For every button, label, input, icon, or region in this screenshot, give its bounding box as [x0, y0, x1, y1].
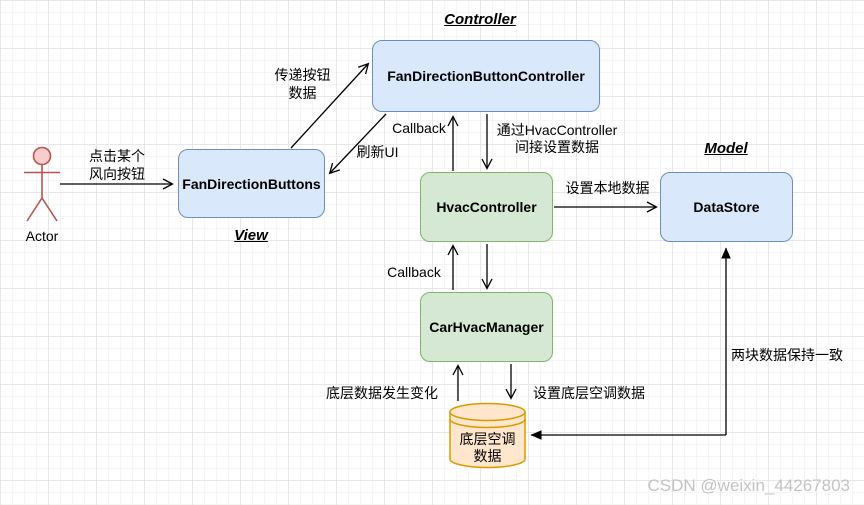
database-label-line1: 底层空调 — [459, 431, 516, 447]
node-data-store-label: DataStore — [693, 199, 760, 215]
edge-label-callback-bottom: Callback — [387, 264, 441, 280]
node-car-hvac-manager: CarHvacManager — [420, 292, 553, 362]
edge-label-set-underlying-data: 设置底层空调数据 — [533, 385, 645, 401]
edge-label-keep-data-consistent: 两块数据保持一致 — [731, 347, 843, 363]
edge-label-via-line1: 通过HvacController — [496, 122, 618, 138]
node-data-store: DataStore — [660, 172, 793, 242]
actor-label: Actor — [25, 228, 59, 244]
node-hvac-controller-label: HvacController — [436, 199, 537, 215]
node-fan-direction-buttons-label: FanDirectionButtons — [182, 175, 321, 192]
edge-label-callback-top: Callback — [392, 120, 446, 136]
database-cylinder-label: 底层空调 数据 — [447, 431, 528, 465]
heading-model: Model — [704, 140, 748, 157]
edge-refresh-ui — [328, 113, 387, 175]
actor-figure — [24, 146, 60, 222]
edge-label-click-line2: 风向按钮 — [89, 166, 145, 182]
edge-label-via-line2: 间接设置数据 — [515, 139, 599, 155]
edge-label-pass-line2: 数据 — [288, 85, 317, 101]
node-fan-direction-buttons: FanDirectionButtons — [178, 149, 325, 218]
edge-label-refresh-ui: 刷新UI — [356, 144, 399, 160]
edge-label-pass-line1: 传递按钮 — [274, 67, 331, 83]
edge-label-via-hvac-controller: 通过HvacController 间接设置数据 — [488, 122, 626, 156]
heading-view: View — [234, 227, 268, 244]
edge-label-click-fan-button: 点击某个 风向按钮 — [70, 147, 164, 183]
edge-label-pass-button-data: 传递按钮 数据 — [255, 66, 350, 102]
edge-label-set-local-data: 设置本地数据 — [565, 180, 650, 196]
node-fan-direction-button-controller: FanDirectionButtonController — [372, 40, 600, 112]
edge-label-underlying-data-changed: 底层数据发生变化 — [326, 385, 438, 401]
csdn-watermark: CSDN @weixin_44267803 — [647, 476, 850, 495]
edge-label-click-line1: 点击某个 — [89, 148, 145, 164]
edge-pass-button-data — [290, 62, 370, 149]
node-hvac-controller: HvacController — [420, 172, 553, 242]
database-cylinder-shape — [449, 402, 526, 469]
actor-head — [32, 146, 52, 166]
actor-right-leg — [41, 197, 58, 222]
heading-controller: Controller — [444, 11, 516, 28]
database-label-line2: 数据 — [473, 448, 502, 464]
actor-left-leg — [26, 197, 43, 222]
node-car-hvac-manager-label: CarHvacManager — [429, 319, 544, 335]
node-fan-direction-button-controller-label: FanDirectionButtonController — [387, 68, 585, 84]
